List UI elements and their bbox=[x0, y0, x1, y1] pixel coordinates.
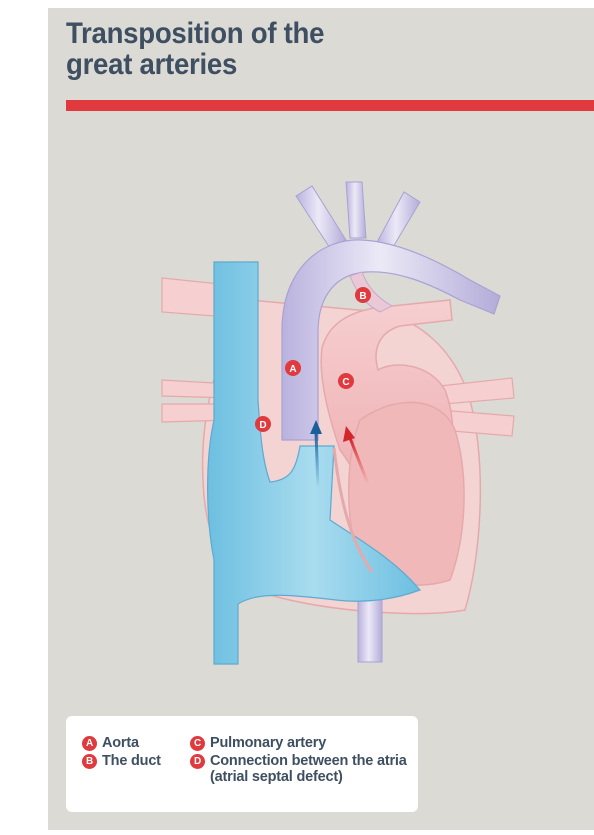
legend-label-d-line-2: (atrial septal defect) bbox=[210, 769, 407, 785]
marker-d-label: D bbox=[259, 420, 266, 431]
legend-item-b: B The duct bbox=[82, 753, 161, 769]
legend-label-d-line-1: Connection between the atria bbox=[210, 753, 407, 769]
legend-badge-d: D bbox=[190, 754, 205, 769]
marker-c-label: C bbox=[342, 377, 349, 388]
marker-c: C bbox=[338, 373, 354, 389]
legend-badge-c: C bbox=[190, 736, 205, 751]
legend-item-c: C Pulmonary artery bbox=[190, 735, 326, 751]
legend-badge-a: A bbox=[82, 736, 97, 751]
marker-d: D bbox=[255, 416, 271, 432]
legend-label-a: Aorta bbox=[102, 735, 139, 751]
legend-item-a: A Aorta bbox=[82, 735, 139, 751]
legend-badge-b: B bbox=[82, 754, 97, 769]
marker-b-label: B bbox=[359, 291, 366, 302]
marker-b: B bbox=[355, 287, 371, 303]
marker-a: A bbox=[285, 360, 301, 376]
marker-a-label: A bbox=[289, 364, 296, 375]
legend-item-d: D Connection between the atria (atrial s… bbox=[190, 753, 407, 785]
legend-label-c: Pulmonary artery bbox=[210, 735, 326, 751]
legend-label-b: The duct bbox=[102, 753, 161, 769]
legend: A Aorta B The duct C Pulmonary artery D … bbox=[66, 716, 418, 812]
